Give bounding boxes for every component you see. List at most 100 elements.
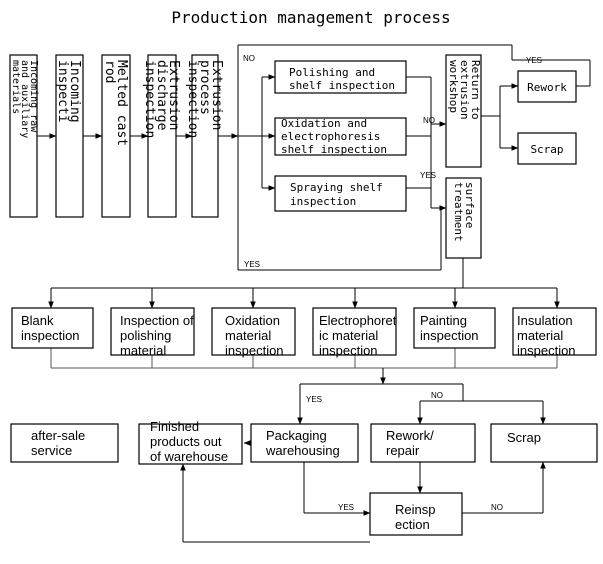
surface-line-2: treatment — [452, 182, 465, 242]
after-sale-line-1: after-sale — [31, 428, 85, 443]
insulation-material-inspection-box: Insulation material inspection — [512, 307, 597, 358]
scrap-bottom-box: Scrap — [490, 423, 598, 463]
after-sale-line-2: service — [31, 443, 72, 458]
return-line-3: workshop — [447, 60, 460, 113]
rework-repair-line-1: Rework/ — [386, 428, 434, 443]
electrophoretic-line-2: ic material — [319, 328, 378, 343]
incoming-inspection-line-2: inspecti — [55, 60, 70, 123]
svg-text:Extrusion process: Extrusion process inspection — [185, 60, 224, 138]
surface-line-1: surface — [463, 182, 476, 228]
edge-label-no-top: NO — [243, 54, 255, 63]
return-line-2: extrusion — [458, 60, 471, 120]
rework-top-box: Rework — [517, 70, 577, 103]
incoming-inspection-box: Incoming inspecti — [55, 54, 84, 218]
reinspection-box: Reinsp ection — [369, 492, 463, 536]
extrusion-discharge-line-3: inspection — [142, 60, 157, 138]
spraying-shelf-inspection-box: Spraying shelf inspection — [274, 175, 407, 212]
spraying-line-1: Spraying shelf — [290, 181, 383, 194]
raw-materials-line-2: and auxiliary — [19, 60, 30, 138]
packaging-line-1: Packaging — [266, 428, 327, 443]
reinspection-line-1: Reinsp — [395, 502, 435, 517]
extrusion-discharge-line-1: Extrusion — [166, 60, 181, 130]
insulation-line-1: Insulation — [517, 313, 573, 328]
blank-line-2: inspection — [21, 328, 80, 343]
polishing-shelf-inspection-box: Polishing and shelf inspection — [274, 60, 407, 94]
edge-label-no-mid: NO — [423, 116, 435, 125]
shelf-inspections: Polishing and shelf inspection Oxidation… — [274, 60, 407, 212]
rework-top-label: Rework — [527, 81, 567, 94]
surface-treatment-box: surface treatment — [445, 177, 482, 259]
edge-label-yes-loop: YES — [244, 260, 260, 269]
edge-label-yes-reinspect: YES — [338, 503, 354, 512]
electrophoretic-line-1: Electrophoret — [319, 313, 397, 328]
insulation-line-3: inspection — [517, 343, 576, 358]
oxidation-line-1: Oxidation and — [281, 117, 367, 130]
material-inspections: Blank inspection Inspection of polishing… — [11, 307, 597, 358]
extrusion-process-line-2: process — [197, 60, 212, 115]
polishing-material-inspection-box: Inspection of polishing material — [110, 307, 195, 358]
edge-label-no-rework: NO — [431, 391, 443, 400]
blank-line-1: Blank — [21, 313, 54, 328]
svg-text:Return to extrusion: Return to extrusion workshop — [447, 60, 482, 126]
extrusion-process-inspection-box: Extrusion process inspection — [185, 54, 224, 218]
rework-repair-line-2: repair — [386, 443, 420, 458]
oxidation-material-inspection-box: Oxidation material inspection — [211, 307, 296, 358]
reinspection-line-2: ection — [395, 517, 430, 532]
after-sale-service-box: after-sale service — [10, 423, 119, 463]
melted-cast-rod-line-1: Melted cast — [114, 60, 129, 146]
svg-text:Extrusion discharge: Extrusion discharge inspection — [142, 60, 181, 138]
incoming-raw-materials-box: Incoming raw and auxiliary materials — [9, 54, 39, 218]
incoming-inspection-line-1: Incoming — [67, 60, 82, 123]
bottom-row: after-sale service Finished products out… — [10, 419, 598, 536]
extrusion-process-line-1: Extrusion — [209, 60, 224, 130]
extrusion-discharge-line-2: discharge — [154, 60, 169, 131]
oxidation-material-line-1: Oxidation — [225, 313, 280, 328]
diagram-title: Production management process — [171, 8, 450, 27]
finished-line-1: Finished — [150, 419, 199, 434]
spraying-line-2: inspection — [290, 195, 356, 208]
return-line-1: Return to — [469, 60, 482, 120]
scrap-top-box: Scrap — [517, 132, 577, 165]
extrusion-process-line-3: inspection — [185, 60, 200, 138]
blank-inspection-box: Blank inspection — [11, 307, 94, 349]
melted-cast-rod-box: Melted cast rod — [101, 54, 131, 218]
edge-labels: NO YES NO YES YES YES NO YES NO — [243, 54, 542, 512]
raw-materials-line-3: materials — [10, 60, 21, 114]
oxidation-material-line-2: material — [225, 328, 271, 343]
finished-line-3: of warehouse — [150, 449, 228, 464]
packaging-warehousing-box: Packaging warehousing — [250, 423, 359, 463]
finished-line-2: products out — [150, 434, 222, 449]
melted-cast-rod-line-2: rod — [102, 60, 117, 83]
svg-text:surface treatment: surface treatment — [452, 182, 476, 242]
electrophoretic-material-inspection-box: Electrophoret ic material inspection — [312, 307, 397, 358]
connectors — [37, 44, 591, 543]
polishing-line-1: Polishing and — [289, 66, 375, 79]
polishing-material-line-1: Inspection of — [120, 313, 194, 328]
extrusion-discharge-inspection-box: Extrusion discharge inspection — [142, 54, 181, 218]
polishing-line-2: shelf inspection — [289, 79, 395, 92]
painting-line-2: inspection — [420, 328, 479, 343]
return-to-extrusion-box: Return to extrusion workshop — [445, 54, 482, 168]
electrophoretic-line-3: inspection — [319, 343, 378, 358]
polishing-material-line-3: material — [120, 343, 166, 358]
scrap-top-label: Scrap — [530, 143, 563, 156]
insulation-line-2: material — [517, 328, 563, 343]
painting-line-1: Painting — [420, 313, 467, 328]
oxidation-material-line-3: inspection — [225, 343, 284, 358]
packaging-line-2: warehousing — [265, 443, 340, 458]
edge-label-yes-pack: YES — [306, 395, 322, 404]
finished-products-box: Finished products out of warehouse — [138, 419, 243, 465]
painting-inspection-box: Painting inspection — [413, 307, 496, 349]
polishing-material-line-2: polishing — [120, 328, 171, 343]
svg-text:Melted cast rod: Melted cast rod — [102, 60, 129, 154]
scrap-bottom-label: Scrap — [507, 430, 541, 445]
rework-repair-box: Rework/ repair — [370, 423, 476, 463]
svg-text:Incoming inspecti: Incoming inspecti — [55, 60, 82, 130]
edge-label-yes-rework: YES — [526, 56, 542, 65]
edge-label-yes-surface: YES — [420, 171, 436, 180]
oxidation-shelf-inspection-box: Oxidation and electrophoresis shelf insp… — [274, 117, 407, 156]
edge-label-no-reinspect: NO — [491, 503, 503, 512]
vertical-steps: Incoming raw and auxiliary materials Inc… — [9, 54, 224, 218]
svg-text:Incoming raw and auxil: Incoming raw and auxiliary materials — [10, 60, 39, 144]
